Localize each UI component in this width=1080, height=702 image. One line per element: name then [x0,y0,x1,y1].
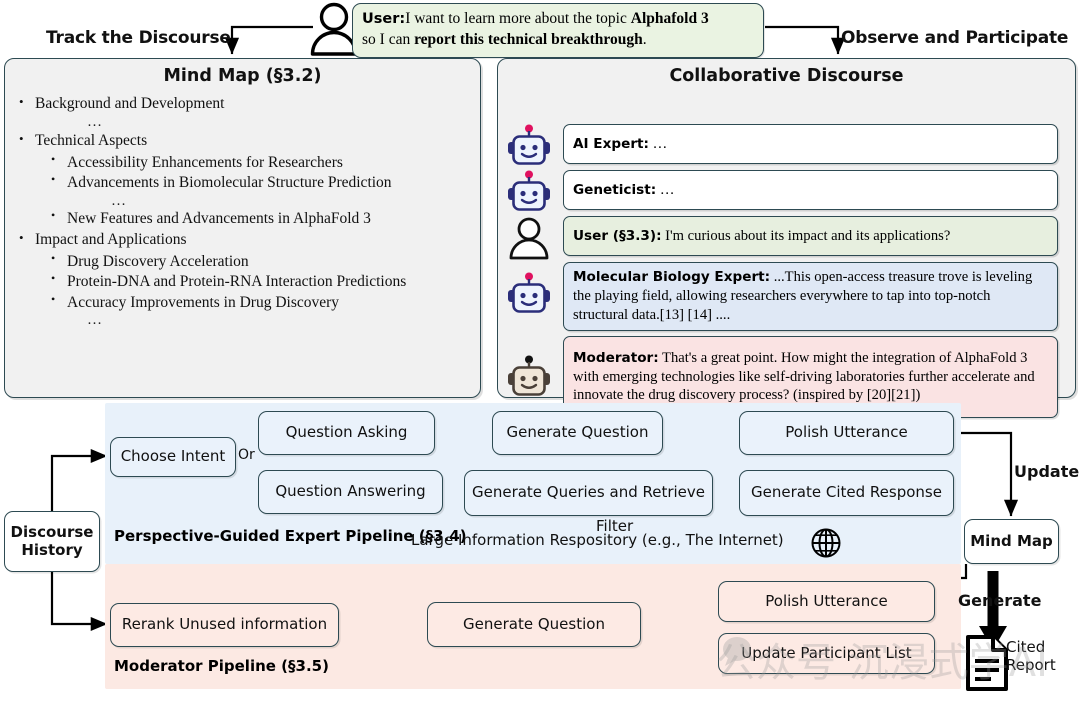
discourse-text: … [656,181,675,198]
discourse-bubble[interactable]: Geneticist: … [563,170,1058,210]
user-prompt-line2-c: . [642,30,647,48]
polish-utterance-expert-label: Polish Utterance [785,423,908,442]
discourse-text: … [648,135,668,152]
discourse-history-node[interactable]: Discourse History [4,511,100,572]
mind-map-item-l2: Drug Discovery Acceleration [5,251,480,272]
mind-map-title: Mind Map (§3.2) [163,66,322,86]
mind-map-ellipsis: … [111,192,128,209]
discourse-bubble[interactable]: User (§3.3): I'm curious about its impac… [563,216,1058,256]
discourse-speaker: User (§3.3): [573,227,662,244]
generate-question-expert-label: Generate Question [506,423,649,442]
document-icon [963,634,1011,692]
expert-pipeline-label: Perspective-Guided Expert Pipeline (§3.4… [114,527,467,545]
question-asking-node[interactable]: Question Asking [258,411,435,455]
mind-map-item-l2: New Features and Advancements in AlphaFo… [5,208,480,229]
mind-map-panel: Mind Map (§3.2) Background and Developme… [4,58,481,398]
observe-and-participate-label: Observe and Participate [841,28,1069,48]
cited-report-line2: Report [1006,655,1056,674]
discourse-text: ...This open-access treasure trove is le… [573,269,1033,323]
robot-icon [506,170,552,214]
user-prompt-line2-a: so I can [362,30,415,48]
update-participant-list-node[interactable]: Update Participant List [718,633,935,674]
mind-map-ellipsis: … [87,312,104,329]
generate-question-moderator-label: Generate Question [463,614,605,633]
choose-intent-label: Choose Intent [120,447,226,466]
collaborative-discourse-panel: Collaborative Discourse AI Expert: …Gene… [497,58,1076,418]
mind-map-node-label: Mind Map [970,531,1053,550]
discourse-speaker: Moderator: [573,349,659,366]
rerank-label: Rerank Unused information [121,615,328,634]
person-icon [506,216,552,260]
generate-question-moderator-node[interactable]: Generate Question [427,602,641,647]
question-answering-label: Question Answering [275,482,426,501]
track-the-discourse-label: Track the Discourse [46,28,231,48]
generate-cited-response-node[interactable]: Generate Cited Response [739,470,954,516]
robot-icon [506,124,552,168]
generate-cited-response-label: Generate Cited Response [751,483,942,502]
mind-map-ellipsis: … [87,114,104,131]
robot-icon [506,272,552,316]
collaborative-discourse-title: Collaborative Discourse [669,66,904,86]
user-prompt-topic: Alphafold 3 [630,10,709,27]
mind-map-item-l2: Advancements in Biomolecular Structure P… [5,172,480,193]
update-participant-list-label: Update Participant List [741,643,912,662]
robot-tan-icon [506,355,552,399]
mind-map-item-l2: Accessibility Enhancements for Researche… [5,152,480,173]
discourse-speaker: Molecular Biology Expert: [573,269,771,285]
user-prompt-goal: report this technical breakthrough [414,30,643,48]
mind-map-item-l1: Technical Aspects [5,130,480,151]
question-answering-node[interactable]: Question Answering [258,470,443,514]
mind-map-item-l1: Impact and Applications [5,229,480,250]
watermark: 公众号 沉浸式学AI [716,640,1048,686]
cited-report-label: Cited Report [1006,638,1056,674]
rerank-unused-information-node[interactable]: Rerank Unused information [110,603,339,647]
polish-utterance-expert-node[interactable]: Polish Utterance [739,411,954,455]
watermark-logo-icon [722,635,756,667]
or-label: Or [238,447,255,463]
filter-label: Filter [596,517,634,535]
globe-icon [810,527,842,559]
polish-utterance-moderator-node[interactable]: Polish Utterance [718,581,935,622]
user-prompt-line1-a: I want to learn more about the topic [405,10,631,27]
generate-label: Generate [958,591,1042,610]
question-asking-label: Question Asking [285,423,408,442]
mind-map-node[interactable]: Mind Map [964,519,1059,564]
discourse-bubble[interactable]: Molecular Biology Expert: ...This open-a… [563,262,1058,331]
repository-label: Large Information Respository (e.g., The… [411,531,784,549]
generate-queries-label: Generate Queries and Retrieve [471,483,706,502]
discourse-speaker: AI Expert: [573,135,649,152]
discourse-text: I'm curious about its impact and its app… [661,227,951,244]
discourse-history-label: Discourse History [10,523,94,559]
user-prompt-speaker: User: [362,11,406,27]
discourse-text: That's a great point. How might the inte… [573,349,1035,404]
update-label: Update [1014,462,1080,481]
generate-queries-node[interactable]: Generate Queries and Retrieve [464,470,713,516]
polish-utterance-moderator-label: Polish Utterance [765,591,888,610]
moderator-pipeline-label: Moderator Pipeline (§3.5) [114,657,329,675]
discourse-speaker: Geneticist: [573,181,657,198]
mind-map-item-l2: Protein-DNA and Protein-RNA Interaction … [5,271,480,292]
discourse-bubble[interactable]: AI Expert: … [563,124,1058,164]
generate-question-expert-node[interactable]: Generate Question [492,411,663,455]
mind-map-list: Background and Development…Technical Asp… [5,93,480,329]
cited-report-line1: Cited [1006,638,1046,656]
user-prompt-bubble: User:I want to learn more about the topi… [352,3,764,58]
mind-map-item-l2: Accuracy Improvements in Drug Discovery [5,292,480,313]
mind-map-item-l1: Background and Development [5,93,480,114]
choose-intent-node[interactable]: Choose Intent [110,437,236,477]
